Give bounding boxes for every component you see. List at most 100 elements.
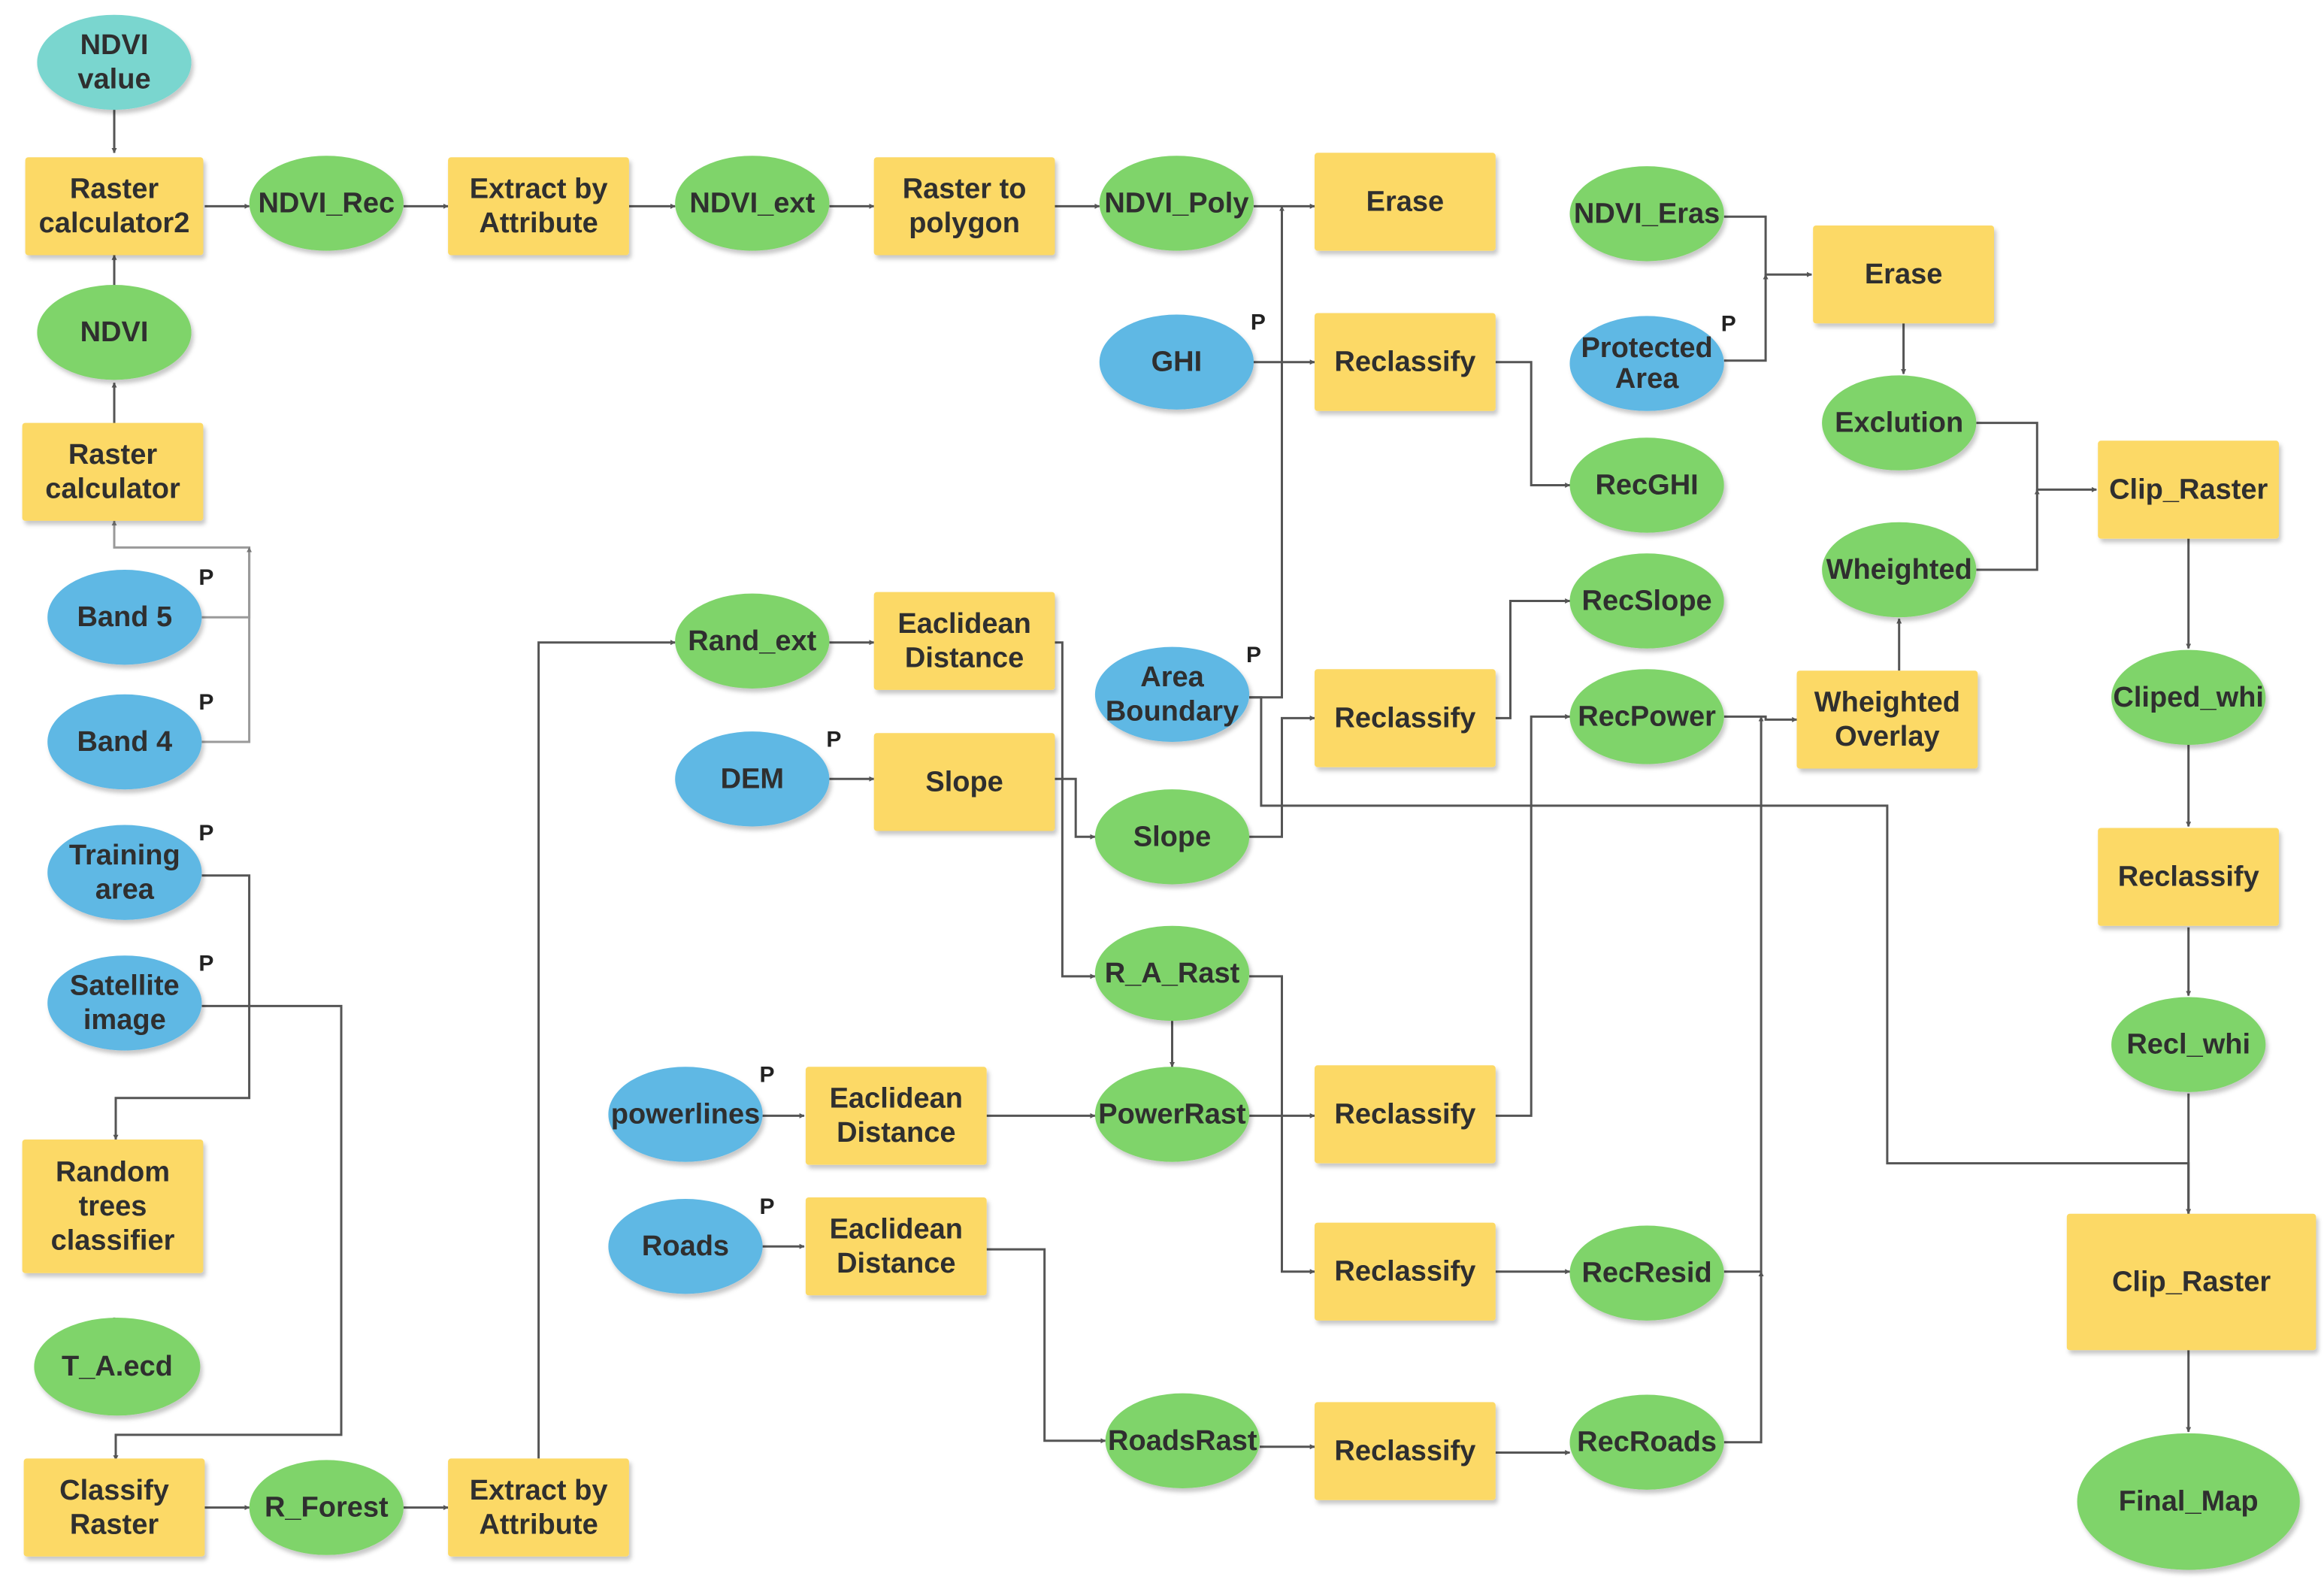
node-cliped-whi[interactable]: Cliped_whi <box>2111 649 2266 745</box>
node-label: Reclassify <box>1334 1436 1475 1467</box>
node-reclass-roads[interactable]: Reclassify <box>1315 1402 1496 1500</box>
node-reclass-power[interactable]: Reclassify <box>1315 1065 1496 1164</box>
node-band5[interactable]: Band 5P <box>47 565 213 665</box>
connector-arrow <box>1723 716 1764 1273</box>
output-ellipse <box>1094 789 1250 885</box>
node-r-a-rast[interactable]: R_A_Rast <box>1094 925 1250 1022</box>
node-label: Reclassify <box>1334 1099 1475 1130</box>
node-label: NDVI_Rec <box>258 187 395 219</box>
node-rand-ext[interactable]: Rand_ext <box>675 593 830 689</box>
tool-box <box>22 1140 204 1273</box>
node-slope-tool[interactable]: Slope <box>873 733 1055 831</box>
node-label: Slope <box>925 766 1003 798</box>
node-label: NDVI <box>80 316 149 348</box>
input-ellipse <box>1099 314 1254 410</box>
node-powerrast[interactable]: PowerRast <box>1094 1067 1250 1162</box>
node-ta-ecd[interactable]: T_A.ecd <box>34 1318 201 1416</box>
node-label: Final_Map <box>2119 1486 2259 1518</box>
input-ellipse <box>1569 316 1724 411</box>
node-recroads[interactable]: RecRoads <box>1569 1394 1724 1490</box>
node-exclution[interactable]: Exclution <box>1822 375 1977 471</box>
node-recslope[interactable]: RecSlope <box>1569 553 1724 649</box>
node-reclass-slope[interactable]: Reclassify <box>1315 669 1496 767</box>
connector-arrow <box>1723 715 1798 722</box>
node-ndvi[interactable]: NDVI <box>37 285 192 380</box>
node-band4[interactable]: Band 4P <box>47 690 213 790</box>
node-recresid[interactable]: RecResid <box>1569 1225 1724 1321</box>
connector-arrow <box>1976 422 2097 492</box>
output-ellipse <box>37 285 192 380</box>
node-clip-raster2[interactable]: Clip_Raster <box>2066 1213 2316 1351</box>
node-erase2[interactable]: Erase <box>1813 225 1994 324</box>
output-ellipse <box>675 593 830 689</box>
node-label: Distance <box>837 1248 955 1279</box>
node-roadsrast[interactable]: RoadsRast <box>1105 1393 1260 1489</box>
node-ndvi-rec[interactable]: NDVI_Rec <box>249 156 404 251</box>
output-ellipse <box>2077 1433 2300 1570</box>
node-label: NDVI_ext <box>689 187 815 219</box>
output-ellipse <box>1094 1067 1250 1162</box>
node-label: polygon <box>909 207 1020 239</box>
node-label: Reclassify <box>1334 347 1475 378</box>
tool-box <box>1315 669 1496 767</box>
connector-arrow <box>1723 274 1769 362</box>
node-label: trees <box>79 1191 147 1222</box>
node-wheighted[interactable]: Wheighted <box>1822 522 1977 618</box>
node-label: Band 5 <box>77 601 172 633</box>
output-ellipse <box>2111 649 2266 745</box>
node-label: image <box>83 1004 166 1036</box>
connector-arrow <box>1495 361 1571 488</box>
node-erase1[interactable]: Erase <box>1315 153 1496 251</box>
node-label: Clip_Raster <box>2112 1267 2271 1298</box>
tool-box <box>805 1197 987 1296</box>
input-ellipse <box>608 1199 763 1294</box>
tool-box <box>1315 1222 1496 1321</box>
node-label: Extract by <box>470 1475 608 1506</box>
node-recghi[interactable]: RecGHI <box>1569 437 1724 533</box>
node-reclass-ghi[interactable]: Reclassify <box>1315 313 1496 411</box>
node-slope-out[interactable]: Slope <box>1094 789 1250 885</box>
node-recl-whi[interactable]: Recl_whi <box>2111 997 2266 1092</box>
node-recpower[interactable]: RecPower <box>1569 669 1724 764</box>
node-label: Attribute <box>479 1509 598 1540</box>
node-ndvi-eras[interactable]: NDVI_Eras <box>1569 166 1724 262</box>
connector-arrow <box>537 640 676 1459</box>
node-label: Classify <box>59 1475 169 1506</box>
node-r-forest[interactable]: R_Forest <box>249 1460 404 1555</box>
node-final-map[interactable]: Final_Map <box>2077 1433 2300 1570</box>
node-label: NDVI_Poly <box>1104 187 1248 219</box>
tool-box <box>448 1458 629 1557</box>
node-ndvi-ext[interactable]: NDVI_ext <box>675 156 830 251</box>
node-clip-raster1[interactable]: Clip_Raster <box>2098 440 2279 539</box>
connector-arrow <box>1055 777 1096 840</box>
node-reclass-resid[interactable]: Reclassify <box>1315 1222 1496 1321</box>
connector-arrow <box>1249 205 1285 699</box>
node-label: NDVI_Eras <box>1574 198 1720 229</box>
node-label: calculator <box>45 474 180 505</box>
output-ellipse <box>1569 1225 1724 1321</box>
node-ndvi-poly[interactable]: NDVI_Poly <box>1099 156 1254 251</box>
parameter-marker: P <box>1721 312 1736 337</box>
node-reclass-whi[interactable]: Reclassify <box>2098 828 2279 926</box>
output-ellipse <box>249 1460 404 1555</box>
